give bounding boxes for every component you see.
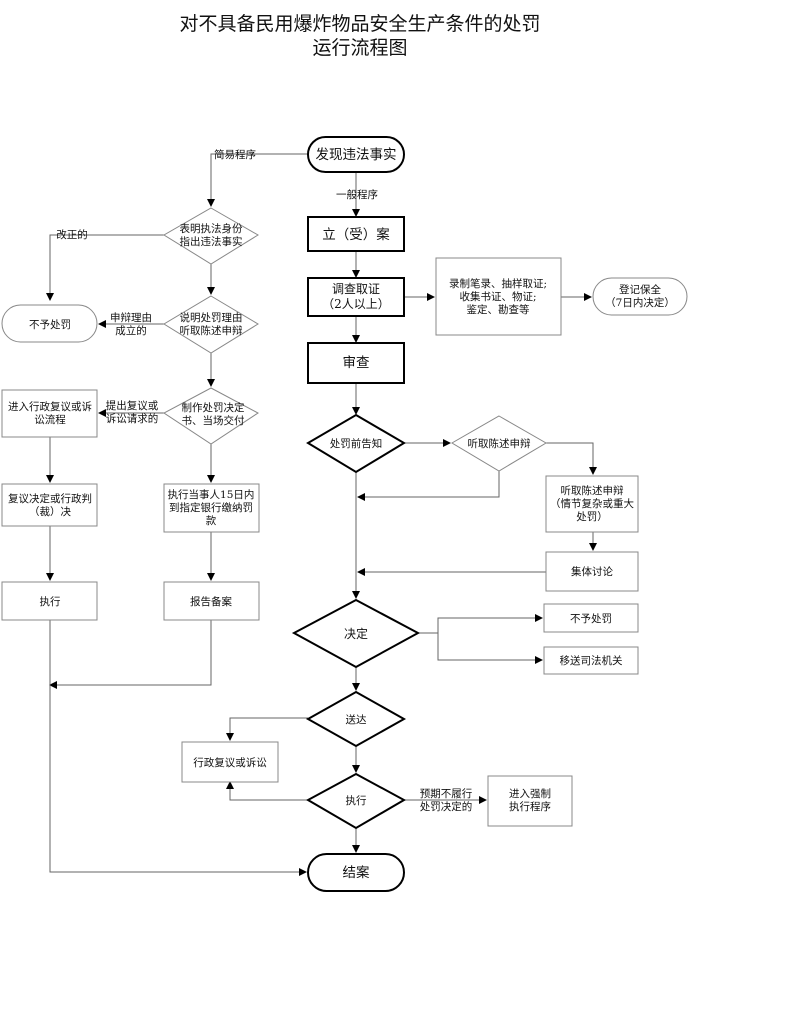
notice-label: 处罚前告知 [330,437,383,450]
group-label: 集体讨论 [571,565,613,578]
node-force: 进入强制 执行程序 [487,775,573,827]
connectors [46,153,597,876]
label-general-procedure: 一般程序 [336,188,378,201]
node-evidence: 录制笔录、抽样取证; 收集书证、物证; 鉴定、勘查等 [435,257,562,336]
label-overdue-2: 处罚决定的 [420,800,473,813]
show-id-line-2: 指出违法事实 [180,235,243,248]
edge-decide-nopenalty [418,614,543,634]
file-case-label: 立（受）案 [322,226,390,243]
pay-line-3: 款 [206,514,217,527]
enter-review-line-1: 进入行政复议或诉 [8,400,92,413]
judicial-label: 移送司法机关 [560,654,623,667]
node-enter-review: 进入行政复议或诉 讼流程 [1,389,98,438]
make-decision-line-1: 制作处罚决定 [182,401,245,414]
explain-line-2: 听取陈述申辩 [180,324,243,337]
node-review: 审查 [307,342,405,384]
evidence-line-1: 录制笔录、抽样取证; [449,277,547,290]
admin-review-label: 行政复议或诉讼 [193,756,267,769]
title-line-2: 运行流程图 [312,37,408,59]
evidence-line-3: 鉴定、勘查等 [467,303,530,316]
label-simple-procedure: 简易程序 [214,148,256,161]
register-line-1: 登记保全 [619,283,661,296]
node-explain: 说明处罚理由 听取陈述申辩 [163,295,259,354]
node-hear-decision: 听取陈述申辩 [451,415,547,472]
node-show-id: 表明执法身份 指出违法事实 [163,207,259,265]
register-line-2: （7日内决定） [605,296,675,309]
node-close: 结案 [307,853,405,892]
node-pay: 执行当事人15日内 到指定银行缴纳罚 款 [163,483,260,533]
hear-box-line-1: 听取陈述申辩 [561,484,624,497]
no-penalty-left-label: 不予处罚 [29,319,71,331]
hear-box-line-2: （情节复杂或重大 [550,497,634,510]
pay-line-1: 执行当事人15日内 [168,488,255,501]
edge-left-close [49,620,307,876]
show-id-line-1: 表明执法身份 [180,222,243,235]
discover-label: 发现违法事实 [316,147,397,163]
execute-left-label: 执行 [40,595,61,608]
node-group-discussion: 集体讨论 [545,551,639,592]
label-overdue-1: 预期不履行 [420,787,473,800]
label-defense-ok-2: 成立的 [115,324,147,337]
evidence-line-2: 收集书证、物证; [459,290,536,303]
edge-report-merge [49,620,212,689]
node-file-case: 立（受）案 [307,216,405,252]
node-decide: 决定 [291,598,421,669]
edge-decide-judicial [437,633,543,664]
title-line-1: 对不具备民用爆炸物品安全生产条件的处罚 [179,13,541,35]
hear-decision-label: 听取陈述申辩 [468,437,531,450]
node-execute-main: 执行 [305,772,407,830]
pay-line-2: 到指定银行缴纳罚 [169,501,253,514]
edge-showid-nopenalty [46,234,164,301]
label-appeal-2: 诉讼请求的 [106,412,159,425]
close-label: 结案 [343,864,370,881]
node-investigate: 调查取证 （2人以上） [307,277,405,317]
force-line-2: 执行程序 [509,800,551,813]
node-review-result: 复议决定或行政判 （裁）决 [1,483,98,527]
no-penalty-right-label: 不予处罚 [570,613,612,625]
execute-main-label: 执行 [346,794,367,807]
edge-labels: 简易程序 一般程序 改正的 申辩理由 成立的 提出复议或 诉讼请求的 预期不履行… [56,148,472,813]
enter-review-line-2: 讼流程 [34,413,66,426]
edge-hear-hearbox [546,442,597,475]
decide-label: 决定 [344,626,368,641]
label-defense-ok-1: 申辩理由 [110,311,152,324]
edge-discover-showid [207,153,308,207]
node-no-penalty-right: 不予处罚 [543,603,639,633]
node-judicial: 移送司法机关 [543,646,639,675]
diagram-title: 对不具备民用爆炸物品安全生产条件的处罚 运行流程图 [0,12,720,60]
edge-deliver-admin [226,717,308,741]
node-report: 报告备案 [163,581,260,621]
hear-box-line-3: 处罚） [576,511,608,523]
review-result-line-2: （裁）决 [29,505,71,518]
node-admin-review: 行政复议或诉讼 [181,741,279,783]
report-label: 报告备案 [190,595,232,608]
node-hear-box: 听取陈述申辩 （情节复杂或重大 处罚） [545,475,639,533]
investigate-line-2: （2人以上） [322,297,390,311]
edge-execute-admin [226,781,308,801]
label-appeal-1: 提出复议或 [106,399,159,412]
node-execute-left: 执行 [1,581,98,621]
review-label: 审查 [343,355,370,371]
investigate-line-1: 调查取证 [332,282,380,296]
node-discover: 发现违法事实 [307,136,405,173]
make-decision-line-2: 书、当场交付 [182,414,245,427]
explain-line-1: 说明处罚理由 [180,311,243,324]
deliver-label: 送达 [346,713,367,726]
node-no-penalty-left: 不予处罚 [1,304,98,343]
node-make-decision: 制作处罚决定 书、当场交付 [163,387,259,445]
force-line-1: 进入强制 [509,787,551,800]
node-notice: 处罚前告知 [306,413,406,474]
label-corrected: 改正的 [56,228,88,241]
node-deliver: 送达 [305,690,407,748]
edge-hear-back [357,471,500,501]
review-result-line-1: 复议决定或行政判 [8,492,92,505]
node-register: 登记保全 （7日内决定） [592,277,688,316]
